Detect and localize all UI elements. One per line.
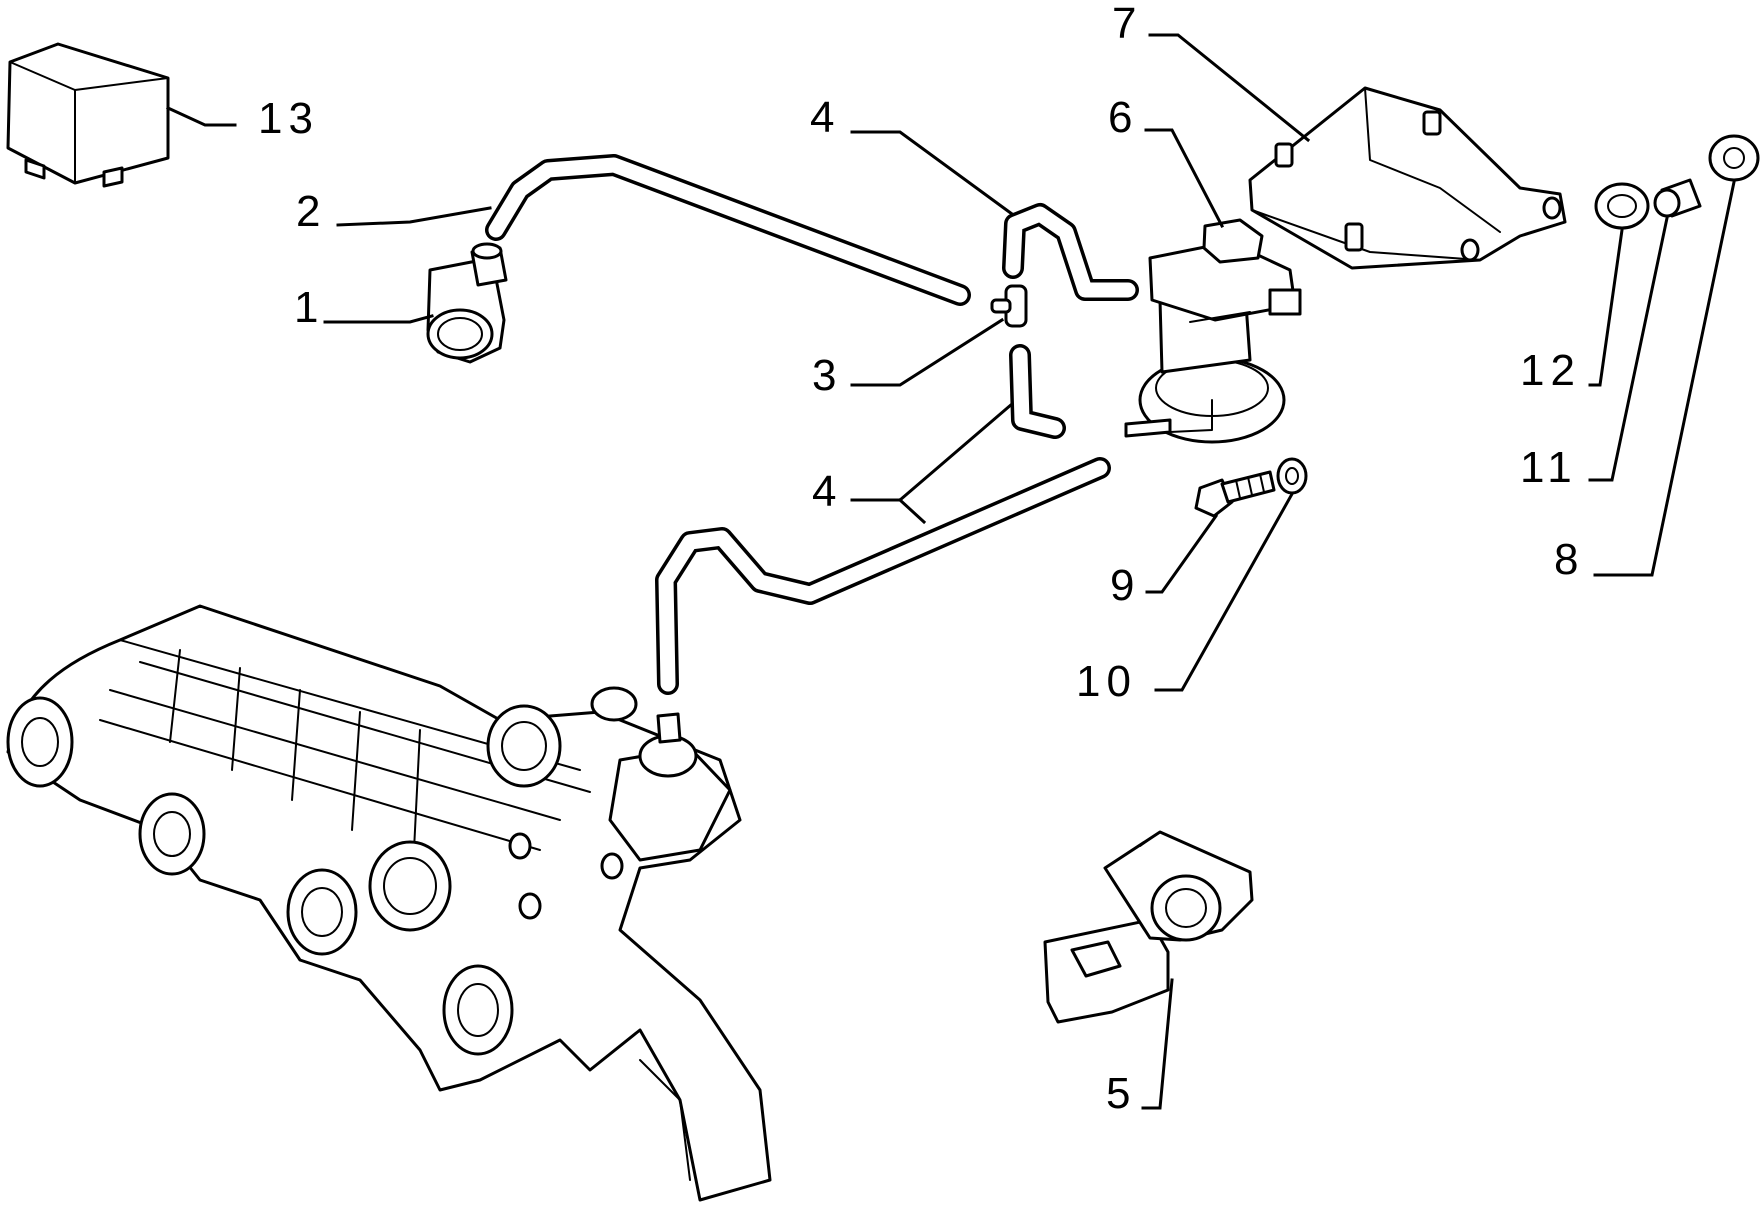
part-9-bolt xyxy=(1194,470,1276,518)
part-11-spacer xyxy=(1653,178,1702,218)
callout-4-lower: 4 xyxy=(812,467,842,516)
callout-10: 10 xyxy=(1076,657,1137,706)
callout-8: 8 xyxy=(1554,535,1584,584)
callout-7: 7 xyxy=(1112,0,1142,48)
callout-11: 11 xyxy=(1520,443,1578,492)
callout-3: 3 xyxy=(812,351,842,400)
part-2-hose xyxy=(485,154,971,306)
part-4-hose-lower xyxy=(655,344,1111,695)
callout-6: 6 xyxy=(1108,93,1138,142)
leader-lines xyxy=(166,33,1736,1110)
callout-12: 12 xyxy=(1520,346,1581,395)
callout-5: 5 xyxy=(1106,1069,1136,1118)
part-7-bracket xyxy=(1248,86,1567,270)
part-13-relay xyxy=(6,42,170,188)
part-4-hose-upper xyxy=(1002,203,1139,301)
part-12-grommet xyxy=(1594,182,1650,230)
part-8-washer xyxy=(1708,134,1760,182)
callout-4-upper: 4 xyxy=(810,93,840,142)
part-3-t-fitting xyxy=(990,284,1028,328)
callout-9: 9 xyxy=(1110,561,1140,610)
callout-labels: 13 2 1 4 3 4 6 7 12 11 8 9 10 5 xyxy=(258,0,1584,1118)
part-10-washer xyxy=(1276,457,1308,495)
part-6-solenoid-valve xyxy=(1124,218,1302,444)
callout-2: 2 xyxy=(296,187,326,236)
callout-13: 13 xyxy=(258,94,319,143)
egr-manifold-assembly xyxy=(6,604,772,1202)
part-5-clamp-bracket xyxy=(1043,830,1254,1024)
part-1-connector xyxy=(426,242,508,364)
callout-1: 1 xyxy=(294,283,324,332)
